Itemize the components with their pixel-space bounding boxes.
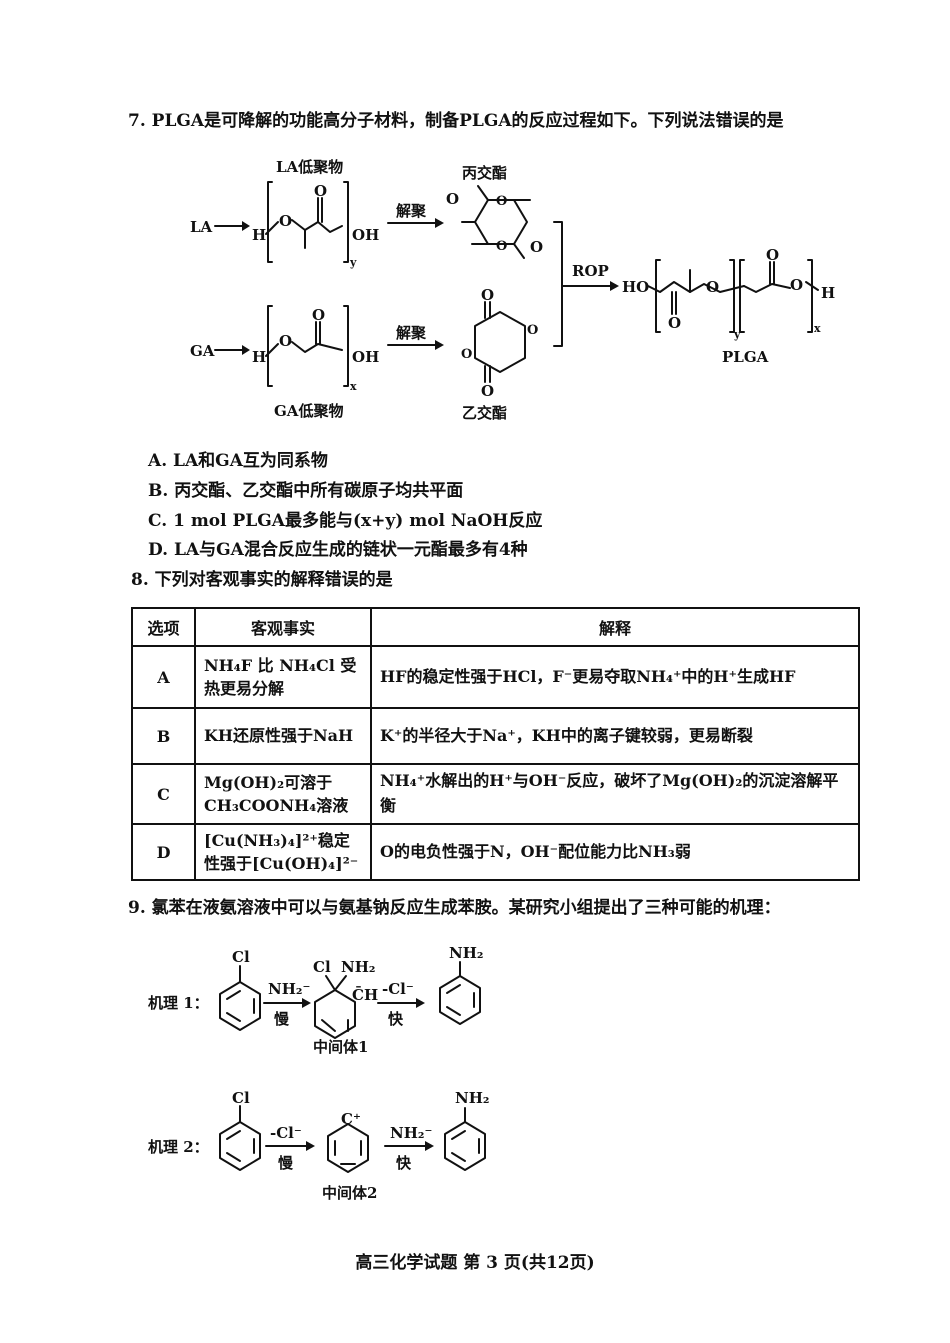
plga-h: H bbox=[821, 284, 835, 302]
plga-ho: HO bbox=[622, 278, 649, 296]
ga-sub-x: x bbox=[350, 380, 357, 393]
mech2-speed2: 快 bbox=[396, 1154, 412, 1172]
q7-option-a: A. LA和GA互为同系物 bbox=[148, 451, 328, 471]
la-carbonyl-o: O bbox=[314, 182, 327, 200]
mech1-nh2: NH₂ bbox=[449, 944, 483, 962]
mech1-reagent2: -Cl⁻ bbox=[382, 980, 414, 998]
plga-sub-x: x bbox=[814, 322, 821, 335]
header-option: 选项 bbox=[131, 607, 196, 647]
depoly-label-1: 解聚 bbox=[396, 202, 427, 220]
la-sub-y: y bbox=[349, 256, 357, 269]
row-c-fact: Mg(OH)₂可溶于CH₃COONH₄溶液 bbox=[194, 763, 372, 825]
lactide-o-ring-2: O bbox=[496, 239, 507, 254]
glycolide-o-ring-1: O bbox=[527, 323, 538, 338]
table-row: C Mg(OH)₂可溶于CH₃COONH₄溶液 NH₄⁺水解出的H⁺与OH⁻反应… bbox=[131, 763, 860, 825]
glycolide-label: 乙交酯 bbox=[462, 404, 507, 422]
mech1-reagent1: NH₂⁻ bbox=[268, 980, 310, 998]
plga-o-3: O bbox=[766, 246, 779, 264]
mech2-cl: Cl bbox=[232, 1089, 250, 1107]
row-c-option: C bbox=[131, 763, 196, 825]
q7-reaction-diagram: LA低聚物 LA H O O OH y 解聚 丙交酯 O O O O GA H … bbox=[190, 158, 835, 422]
plga-sub-y: y bbox=[733, 328, 741, 341]
mech2-label: 机理 2： bbox=[148, 1138, 209, 1156]
mech2-cation: C⁺ bbox=[341, 1110, 361, 1128]
q7-stem: 7. PLGA是可降解的功能高分子材料，制备PLGA的反应过程如下。下列说法错误… bbox=[128, 111, 784, 131]
ga-oligomer-label: GA低聚物 bbox=[274, 402, 343, 420]
lactide-o-1: O bbox=[446, 190, 459, 208]
mech1-speed1: 慢 bbox=[274, 1010, 290, 1028]
ga-input-label: GA bbox=[190, 342, 215, 360]
lactide-o-ring-1: O bbox=[496, 194, 507, 209]
ga-h: H bbox=[252, 348, 266, 366]
row-b-option: B bbox=[131, 707, 196, 765]
mech1-int-cl: Cl bbox=[313, 958, 331, 976]
lactide-o-2: O bbox=[530, 238, 543, 256]
row-c-explanation: NH₄⁺水解出的H⁺与OH⁻反应，破坏了Mg(OH)₂的沉淀溶解平衡 bbox=[370, 763, 860, 825]
mech2-speed1: 慢 bbox=[278, 1154, 294, 1172]
header-explanation: 解释 bbox=[370, 607, 860, 647]
rop-label: ROP bbox=[572, 262, 609, 280]
row-b-explanation: K⁺的半径大于Na⁺，KH中的离子键较弱，更易断裂 bbox=[370, 707, 860, 765]
row-b-fact: KH还原性强于NaH bbox=[194, 707, 372, 765]
q8-table: 选项 客观事实 解释 A NH₄F 比 NH₄Cl 受热更易分解 HF的稳定性强… bbox=[131, 607, 860, 881]
row-d-fact: [Cu(NH₃)₄]²⁺稳定性强于[Cu(OH)₄]²⁻ bbox=[194, 823, 372, 881]
page-footer: 高三化学试题 第 3 页(共12页) bbox=[355, 1253, 595, 1273]
table-row: D [Cu(NH₃)₄]²⁺稳定性强于[Cu(OH)₄]²⁻ O的电负性强于N，… bbox=[131, 823, 860, 881]
mech1-int-nh2: NH₂ bbox=[341, 958, 375, 976]
la-oh: OH bbox=[352, 226, 379, 244]
row-a-option: A bbox=[131, 645, 196, 709]
mech1-cl: Cl bbox=[232, 948, 250, 966]
lactide-label: 丙交酯 bbox=[462, 164, 507, 182]
mech1-intermediate: 中间体1 bbox=[313, 1038, 368, 1056]
q8-stem: 8. 下列对客观事实的解释错误的是 bbox=[131, 570, 393, 590]
mech1-speed2: 快 bbox=[388, 1010, 404, 1028]
la-oligomer-label: LA低聚物 bbox=[276, 158, 343, 176]
mech2-reagent1: -Cl⁻ bbox=[270, 1124, 302, 1142]
plga-label: PLGA bbox=[722, 348, 769, 366]
mech1-carbanion: C̄H bbox=[352, 985, 378, 1004]
la-input-label: LA bbox=[190, 218, 213, 236]
q7-option-b: B. 丙交酯、乙交酯中所有碳原子均共平面 bbox=[148, 481, 464, 501]
ga-o: O bbox=[279, 332, 292, 350]
ga-carbonyl-o: O bbox=[312, 306, 325, 324]
q9-stem: 9. 氯苯在液氨溶液中可以与氨基钠反应生成苯胺。某研究小组提出了三种可能的机理： bbox=[128, 898, 781, 918]
plga-o-2: O bbox=[706, 278, 719, 296]
glycolide-o-bottom: O bbox=[481, 382, 494, 400]
table-row: A NH₄F 比 NH₄Cl 受热更易分解 HF的稳定性强于HCl，F⁻更易夺取… bbox=[131, 645, 860, 709]
glycolide-o-top: O bbox=[481, 286, 494, 304]
plga-o-4: O bbox=[790, 276, 803, 294]
row-d-explanation: O的电负性强于N，OH⁻配位能力比NH₃弱 bbox=[370, 823, 860, 881]
q7-option-c: C. 1 mol PLGA最多能与(x+y) mol NaOH反应 bbox=[148, 511, 543, 531]
la-h: H bbox=[252, 226, 266, 244]
depoly-label-2: 解聚 bbox=[396, 324, 427, 342]
plga-o-1: O bbox=[668, 314, 681, 332]
mech2-reagent2: NH₂⁻ bbox=[390, 1124, 432, 1142]
la-o: O bbox=[279, 212, 292, 230]
table-header-row: 选项 客观事实 解释 bbox=[131, 607, 860, 647]
table-row: B KH还原性强于NaH K⁺的半径大于Na⁺，KH中的离子键较弱，更易断裂 bbox=[131, 707, 860, 765]
mech2-nh2: NH₂ bbox=[455, 1089, 489, 1107]
ga-oh: OH bbox=[352, 348, 379, 366]
mech1-label: 机理 1： bbox=[148, 994, 209, 1012]
row-a-fact: NH₄F 比 NH₄Cl 受热更易分解 bbox=[194, 645, 372, 709]
row-d-option: D bbox=[131, 823, 196, 881]
mech2-intermediate: 中间体2 bbox=[322, 1184, 377, 1202]
q7-option-d: D. LA与GA混合反应生成的链状一元酯最多有4种 bbox=[148, 540, 528, 560]
row-a-explanation: HF的稳定性强于HCl，F⁻更易夺取NH₄⁺中的H⁺生成HF bbox=[370, 645, 860, 709]
header-fact: 客观事实 bbox=[194, 607, 372, 647]
glycolide-o-ring-2: O bbox=[461, 347, 472, 362]
